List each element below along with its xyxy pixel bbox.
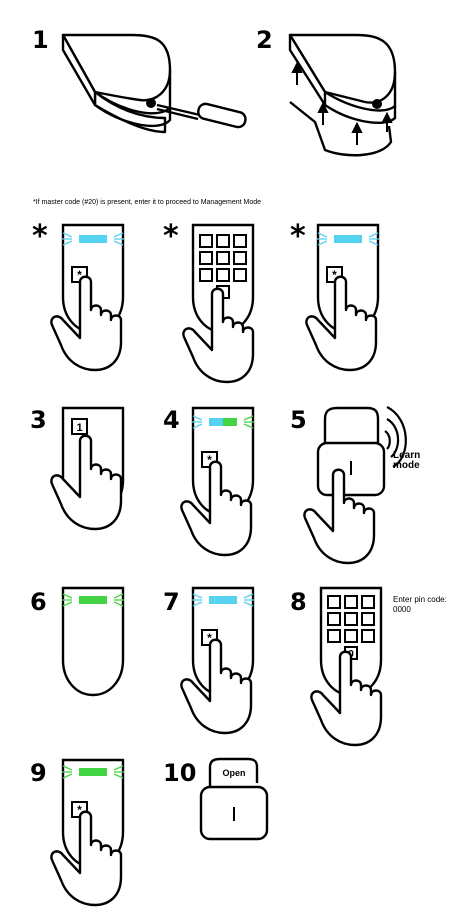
pin-code-prompt-line1: Enter pin code: [393, 595, 447, 604]
figure-step-6 [61, 586, 125, 697]
figure-star-3: * [305, 223, 380, 372]
figure-step-3: 1 [50, 406, 125, 531]
step-number-3: 3 [30, 406, 47, 434]
screw-hole-icon [146, 98, 156, 108]
figure-step-9: * [50, 758, 125, 907]
blue-led-indicator [79, 235, 107, 243]
step-number-6: 6 [30, 588, 47, 616]
star-key-label: * [332, 268, 337, 282]
step-number-8: 8 [290, 588, 307, 616]
figure-star-1: * [50, 223, 125, 372]
figure-step-8: 0 [310, 586, 383, 747]
star-key-label: * [77, 268, 82, 282]
step-number-7: 7 [163, 588, 180, 616]
learn-mode-line2: mode [393, 460, 420, 471]
star-marker-2: * [163, 219, 179, 254]
step-number-9: 9 [30, 759, 47, 787]
figure-star-2 [182, 223, 255, 384]
star-key-label: * [207, 453, 212, 467]
green-led-indicator [223, 418, 237, 426]
screwdriver-icon [197, 102, 247, 129]
star-key-label: * [207, 631, 212, 645]
step-number-4: 4 [163, 406, 180, 434]
star-key-label: * [77, 803, 82, 817]
step-number-5: 5 [290, 406, 307, 434]
open-label: Open [222, 768, 245, 778]
key-one-label: 1 [76, 422, 82, 434]
step-number-2: 2 [256, 26, 273, 54]
figure-step-4: * [180, 406, 255, 557]
pin-code-value: 0000 [393, 605, 411, 614]
step-number-1: 1 [32, 26, 49, 54]
keypad-grid [327, 595, 375, 660]
star-marker-3: * [290, 219, 306, 254]
wireless-signal-icon [384, 406, 407, 468]
figure-step-2 [288, 33, 397, 157]
star-marker-1: * [32, 219, 48, 254]
learn-mode-label: Learn mode [393, 451, 420, 471]
figure-step-1 [61, 33, 247, 134]
figure-step-7: * [180, 586, 255, 735]
figure-step-10: Open [199, 757, 269, 841]
figure-step-5 [303, 406, 407, 565]
learn-mode-line1: Learn [393, 450, 421, 461]
key-one-button [71, 418, 88, 435]
pin-code-prompt: Enter pin code: 0000 [393, 595, 447, 615]
step-number-10: 10 [163, 759, 197, 787]
master-code-note: *If master code (#20) is present, enter … [33, 199, 262, 206]
arrow-up-icons [291, 61, 393, 145]
